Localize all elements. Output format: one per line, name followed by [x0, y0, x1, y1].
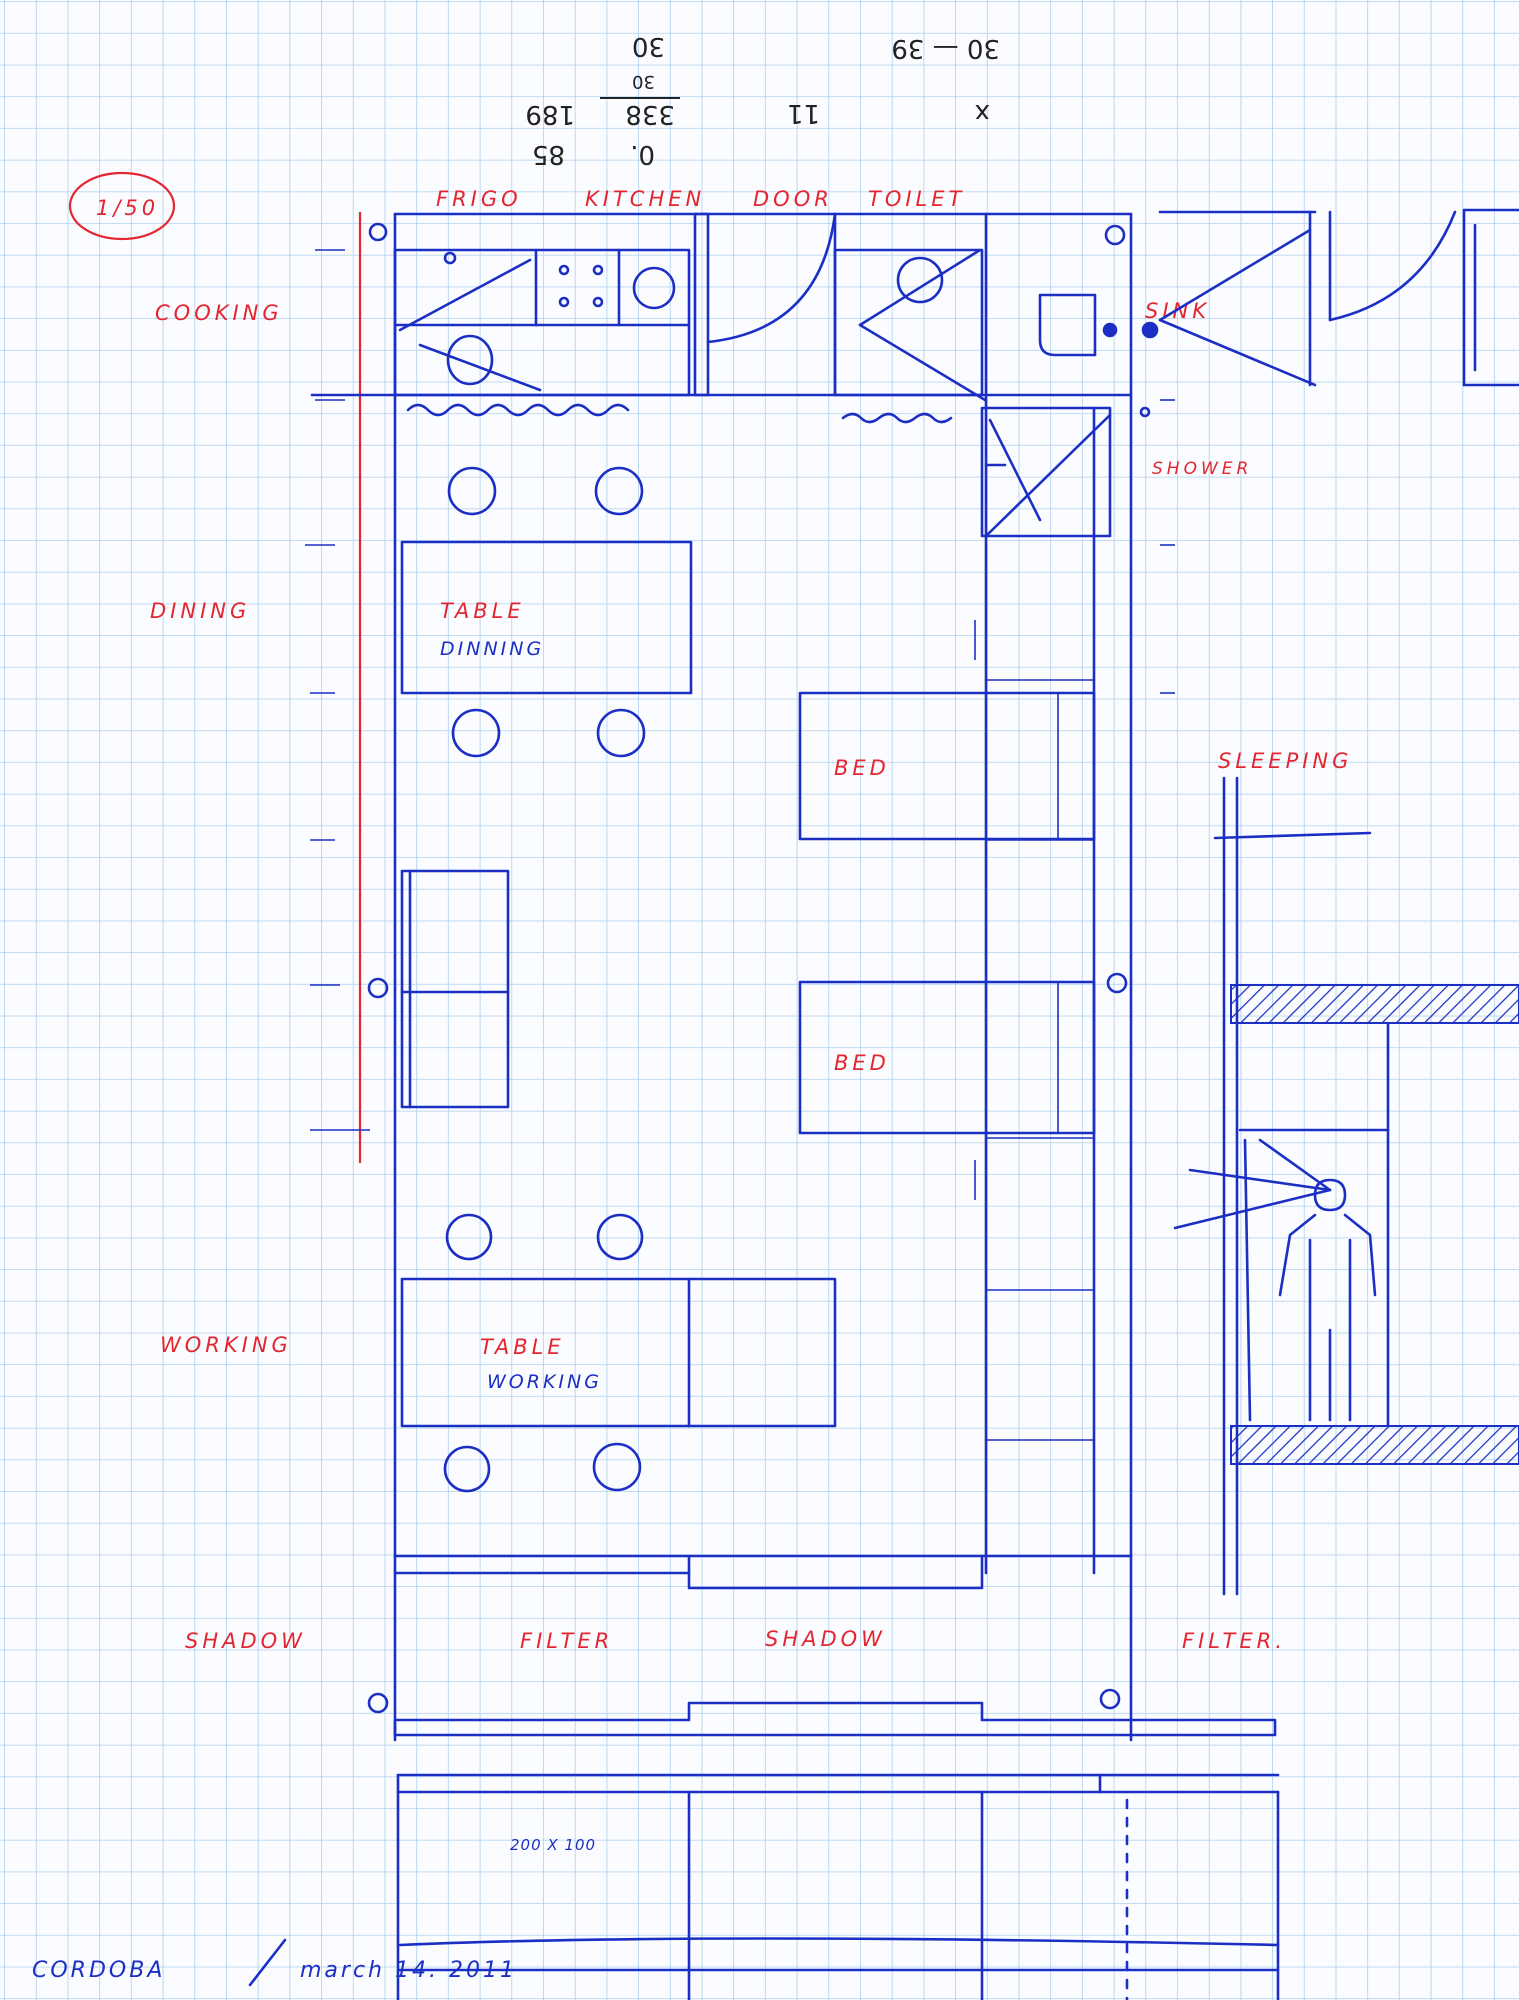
- dining-chairs: [447, 466, 646, 758]
- note-e: 30: [632, 71, 655, 92]
- note-f: 338: [625, 99, 675, 129]
- floor-slab-upper: [1230, 984, 1519, 1024]
- dining-table: [400, 540, 693, 695]
- bed-1-label: BED: [834, 756, 890, 780]
- working-table: [400, 1277, 837, 1428]
- left-shelves: [400, 869, 510, 1109]
- signature-place: CORDOBA: [32, 1958, 165, 1983]
- note-h: 189: [525, 99, 575, 129]
- note-d: 30: [632, 31, 665, 61]
- elevation-sketch: [1158, 208, 1519, 387]
- facade-filter-1: FILTER: [520, 1629, 613, 1653]
- note-g: 0.: [630, 139, 655, 169]
- facade-filter-2: FILTER.: [1182, 1629, 1286, 1653]
- table-dining-sublabel: DINNING: [440, 638, 544, 660]
- facade-shadow-1: SHADOW: [185, 1629, 306, 1653]
- note-c: 11: [787, 98, 820, 128]
- kitchen-counter: [393, 248, 691, 417]
- label-frigo: FRIGO: [436, 187, 522, 211]
- zone-working: WORKING: [160, 1333, 292, 1357]
- zone-sleeping: SLEEPING: [1218, 749, 1352, 773]
- entrance-door: [693, 212, 837, 397]
- toilet-room: [833, 212, 1159, 424]
- working-chairs: [443, 1213, 644, 1493]
- table-working-sublabel: WORKING: [487, 1371, 602, 1393]
- label-shower: SHOWER: [1152, 459, 1252, 479]
- label-kitchen: KITCHEN: [585, 187, 705, 211]
- table-dining-label: TABLE: [440, 599, 525, 623]
- structural-columns: [367, 222, 1128, 1714]
- shower: [980, 406, 1112, 538]
- note-b: x: [975, 98, 990, 128]
- scale-circle: [68, 171, 176, 241]
- note-i: 85: [532, 139, 565, 169]
- module-size-label: 200 X 100: [510, 1836, 596, 1854]
- zone-dining: DINING: [150, 599, 250, 623]
- label-door: DOOR: [753, 187, 833, 211]
- lower-plan-modules: [396, 1773, 1280, 2000]
- dimension-ticks: [305, 249, 1175, 1131]
- signature-slash: [248, 1938, 287, 1987]
- label-toilet: TOILET: [868, 187, 965, 211]
- bed-2: [798, 980, 1096, 1135]
- section-sleeping: [1173, 776, 1390, 1596]
- floor-slab-lower: [1230, 1425, 1519, 1465]
- table-working-label: TABLE: [480, 1335, 565, 1359]
- scale-label: 1/50: [96, 196, 159, 220]
- note-a: 30 — 39: [891, 33, 1000, 63]
- facade-shadow-2: SHADOW: [765, 1627, 886, 1651]
- upside-down-notes: 30 — 39 x 11 30 30 338 0. 189 85: [525, 31, 1000, 169]
- facade-strip: [393, 1701, 1277, 1737]
- bed-2-label: BED: [834, 1051, 890, 1075]
- signature-date: march 14. 2011: [300, 1958, 517, 1983]
- bed-1: [798, 691, 1096, 841]
- zone-cooking: COOKING: [155, 301, 283, 325]
